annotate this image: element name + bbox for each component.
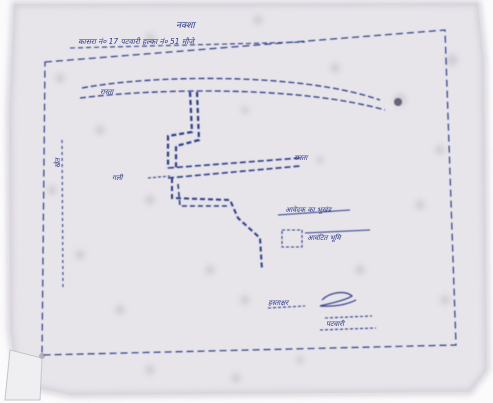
outer-border xyxy=(41,29,457,356)
lane-left-edge xyxy=(166,91,194,168)
ink-blot xyxy=(394,98,402,106)
signature-scribble xyxy=(319,291,357,307)
header-subtitle: कासरा नं० 17 पटवारी हल्का नं० 51 मौजे xyxy=(78,37,195,46)
left-lane-label: गली xyxy=(112,173,124,182)
plot-box xyxy=(281,229,303,248)
left-border-label: खेत xyxy=(53,156,62,168)
right-lane-label: रास्ता xyxy=(294,154,308,162)
paper-sheet xyxy=(9,3,487,395)
lane-right-edge xyxy=(174,91,201,170)
paper-hole xyxy=(39,353,45,359)
plot-label-2: आवंटित भूमि xyxy=(307,233,342,242)
sketch-ink xyxy=(41,29,457,356)
plot-label-1: आवेदक का भूखंड xyxy=(285,205,332,214)
road-upper-edge xyxy=(81,77,381,101)
signature-left-label: हस्ताक्षर xyxy=(268,299,290,307)
paper-shadow xyxy=(5,0,491,399)
mid-lane-upper xyxy=(167,157,301,169)
header-title: नक्शा xyxy=(176,21,196,31)
folded-corner xyxy=(4,349,43,401)
road-lower-edge xyxy=(79,90,386,111)
road-label: रास्ता xyxy=(100,88,114,96)
lower-lane xyxy=(171,178,263,271)
mid-lane-lower xyxy=(167,165,301,179)
signature-right-label: पटवारी xyxy=(326,319,345,328)
